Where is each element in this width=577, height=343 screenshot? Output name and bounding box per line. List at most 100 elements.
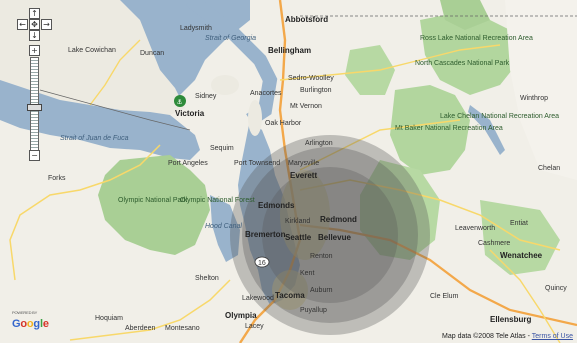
label-bremerton: Bremerton (245, 230, 286, 239)
label-montesano: Montesano (165, 325, 200, 332)
pan-down-button[interactable]: ↓ (29, 30, 40, 41)
ross-lake-green (440, 0, 490, 30)
label-everett: Everett (290, 171, 317, 180)
label-leavenworth: Leavenworth (455, 225, 495, 232)
label-tacoma: Tacoma (275, 291, 305, 300)
label-oak-harbor: Oak Harbor (265, 120, 302, 127)
snoqualmie-forest (360, 160, 440, 260)
google-logo[interactable]: POWERED BY Google (12, 310, 49, 330)
label-olympic-np: Olympic National Park (118, 197, 188, 204)
i90-highway (299, 223, 577, 327)
label-lacey: Lacey (245, 323, 264, 330)
us12-road (69, 279, 231, 341)
powered-by-label: POWERED BY (12, 310, 38, 315)
ferry-icon-glyph: ⚓ (177, 98, 183, 106)
radius-circle-middle[interactable] (242, 147, 418, 323)
eastern-land (505, 0, 577, 180)
hwy2-road (299, 119, 461, 171)
bc-highway (89, 39, 141, 106)
us101-road (9, 144, 161, 281)
google-logo-text: Google (12, 318, 49, 330)
label-abbotsford: Abbotsford (285, 15, 328, 24)
label-cle-elum: Cle Elum (430, 293, 459, 300)
label-strait: Strait of Juan de Fuca (60, 135, 129, 142)
label-ladysmith: Ladysmith (180, 25, 212, 32)
label-cowichan: Lake Cowichan (68, 47, 116, 54)
hood-canal-water (210, 195, 240, 262)
label-kirkland: Kirkland (285, 218, 310, 225)
lake-chelan (468, 105, 505, 155)
copyright-text: Map data ©2008 Tele Atlas - (442, 333, 532, 340)
label-bellevue: Bellevue (318, 233, 351, 242)
label-north-cascades: North Cascades National Park (415, 60, 510, 67)
olympic-park (98, 155, 210, 255)
label-chelan: Chelan (538, 165, 560, 172)
wenatchee-forest (480, 200, 560, 275)
haro-strait (185, 0, 278, 126)
label-port-townsend: Port Townsend (234, 160, 280, 167)
label-kent: Kent (300, 270, 314, 277)
whidbey-island (248, 100, 262, 136)
label-sequim: Sequim (210, 145, 234, 152)
label-entiat: Entiat (510, 220, 528, 227)
zoom-slider-handle[interactable] (27, 104, 42, 112)
label-shelton: Shelton (195, 275, 219, 282)
label-seattle: Seattle (285, 233, 312, 242)
label-mt-baker: Mt Baker National Recreation Area (395, 125, 503, 132)
label-puyallup: Puyallup (300, 307, 327, 314)
label-hoquiam: Hoquiam (95, 315, 123, 322)
pan-right-button[interactable]: → (41, 19, 52, 30)
terms-of-use-link[interactable]: Terms of Use (531, 333, 573, 340)
zoom-in-button[interactable]: + (29, 45, 40, 56)
label-wenatchee: Wenatchee (500, 251, 543, 260)
maritime-border (39, 89, 191, 131)
label-duncan: Duncan (140, 50, 164, 57)
label-burlington: Burlington (300, 87, 332, 94)
zoom-out-button[interactable]: − (29, 150, 40, 161)
label-quincy: Quincy (545, 285, 567, 292)
label-arlington: Arlington (305, 140, 333, 147)
label-mt-vernon: Mt Vernon (290, 103, 322, 110)
label-sedro-woolley: Sedro-Woolley (288, 75, 334, 82)
label-olympic-nf: Olympic National Forest (180, 197, 255, 204)
hwy97-road (489, 249, 561, 343)
label-port-angeles: Port Angeles (168, 160, 208, 167)
label-anacortes: Anacortes (250, 90, 282, 97)
pan-up-button[interactable]: ↑ (29, 8, 40, 19)
label-renton: Renton (310, 253, 333, 260)
hwy2b-road (299, 179, 561, 251)
seattle-urban (280, 170, 330, 260)
north-cascades-green (420, 10, 520, 95)
label-victoria: Victoria (175, 109, 205, 118)
baker-green (345, 45, 395, 95)
label-lakewood: Lakewood (242, 295, 274, 302)
copyright-notice: Map data ©2008 Tele Atlas - Terms of Use (442, 333, 573, 340)
ferry-icon (174, 95, 186, 107)
radius-circle-outer[interactable] (230, 135, 430, 335)
label-auburn: Auburn (310, 287, 333, 294)
label-lake-chelan: Lake Chelan National Recreation Area (440, 113, 559, 120)
label-aberdeen: Aberdeen (125, 325, 155, 332)
route16-shield (254, 256, 270, 268)
tacoma-urban (272, 270, 308, 310)
label-ross-lake: Ross Lake National Recreation Area (420, 35, 533, 42)
label-redmond: Redmond (320, 215, 357, 224)
pan-left-button[interactable]: ← (17, 19, 28, 30)
label-cashmere: Cashmere (478, 240, 510, 247)
label-ellensburg: Ellensburg (490, 315, 531, 324)
label-marysville: Marysville (288, 160, 319, 167)
radius-circle-inner[interactable] (262, 167, 398, 303)
pan-center-button[interactable]: ✥ (29, 19, 40, 30)
label-hood-canal: Hood Canal (205, 223, 242, 230)
label-winthrop: Winthrop (520, 95, 548, 102)
route16-label: 16 (258, 260, 266, 267)
label-edmonds: Edmonds (258, 201, 295, 210)
label-olympia: Olympia (225, 311, 257, 320)
san-juan-islands (211, 75, 239, 95)
label-forks: Forks (48, 175, 66, 182)
mt-baker-forest (390, 85, 470, 175)
hwy20-road (279, 44, 501, 81)
label-strait-georgia: Strait of Georgia (205, 35, 256, 42)
